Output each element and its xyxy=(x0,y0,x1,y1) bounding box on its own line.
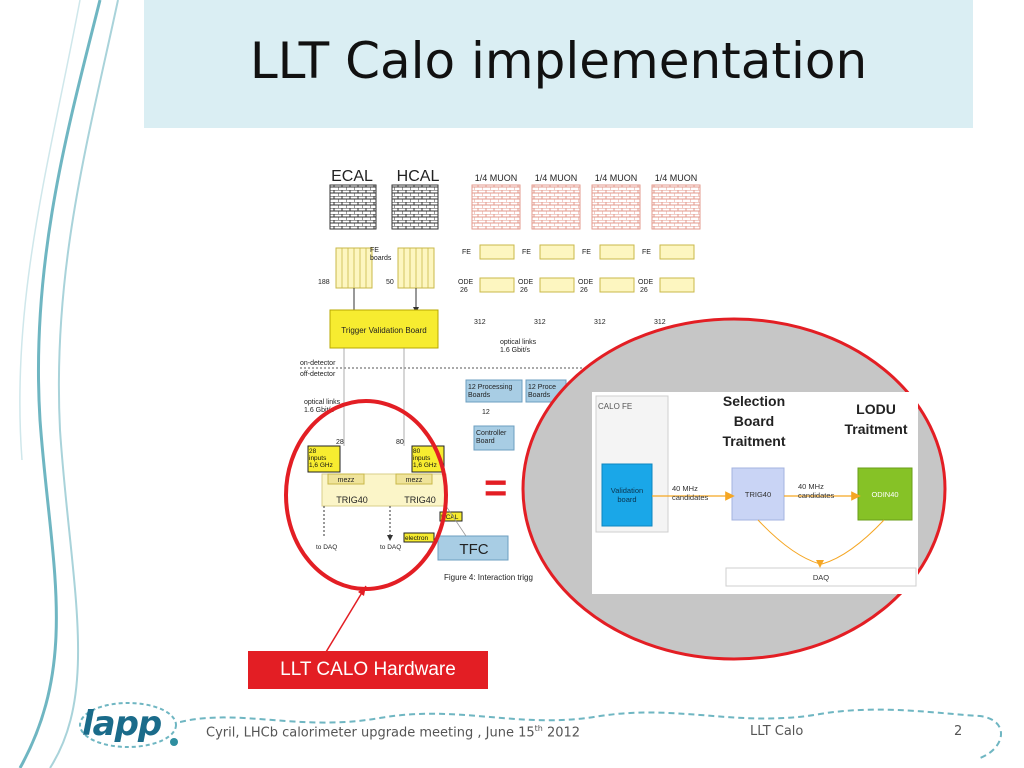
validation-board-label: Validation board xyxy=(610,486,644,504)
mezz-left-label: mezz xyxy=(338,477,355,484)
to-daq-left: to DAQ xyxy=(316,544,337,551)
processing-boards xyxy=(465,379,523,403)
rate-label-2: 40 MHz candidates xyxy=(798,482,835,500)
hcal-tag-label: HCAL xyxy=(441,514,459,521)
ecal-block xyxy=(329,184,377,230)
on-detector-label: on-detector xyxy=(300,360,336,367)
selection-board-heading: Selection Board Traitment xyxy=(722,393,786,449)
tfc-label: TFC xyxy=(459,541,488,558)
mezz-left xyxy=(327,473,365,485)
daq-box xyxy=(725,567,917,587)
trig40-left-label: TRIG40 xyxy=(336,495,368,505)
decorative-swoosh xyxy=(18,0,119,768)
mezz-right-label: mezz xyxy=(406,477,423,484)
llt-calo-hardware-callout: LLT CALO Hardware xyxy=(248,651,488,689)
count-muon-1: 312 xyxy=(474,319,486,326)
inputs-tag-left xyxy=(307,445,341,473)
hcal-tag xyxy=(439,511,463,522)
count-hcal: 50 xyxy=(386,279,394,286)
count-ecal: 188 xyxy=(318,279,330,286)
muon-block-3 xyxy=(591,184,641,230)
off-detector-label: off-detector xyxy=(300,371,336,378)
muon-block-1 xyxy=(471,184,521,230)
muon-fe-group xyxy=(479,244,695,293)
fe-label-2: FE xyxy=(522,249,531,256)
count-proc: 12 xyxy=(482,409,490,416)
fe-label-1: FE xyxy=(462,249,471,256)
odin40-label: ODIN40 xyxy=(871,489,899,499)
callout-pointer xyxy=(325,585,367,653)
tfc-box xyxy=(437,535,509,561)
muon-block-2 xyxy=(531,184,581,230)
odin40-box xyxy=(857,467,913,521)
controller-board xyxy=(473,425,515,451)
count-muon-2: 312 xyxy=(534,319,546,326)
lodu-heading: LODU Traitment xyxy=(844,401,908,437)
hcal-block xyxy=(391,184,439,230)
count-left: 28 xyxy=(336,439,344,446)
muon-label-2: 1/4 MUON xyxy=(535,173,578,183)
electron-tag xyxy=(403,532,435,543)
slide-title: LLT Calo implementation xyxy=(249,32,868,90)
fe-label-4: FE xyxy=(642,249,651,256)
figure-caption: Figure 4: Interaction trigg xyxy=(444,573,533,582)
count-muon-3: 312 xyxy=(594,319,606,326)
title-bar: LLT Calo implementation xyxy=(144,0,973,128)
muon-label-4: 1/4 MUON xyxy=(655,173,698,183)
lapp-logo-text: lapp xyxy=(82,704,162,744)
inset-diagram: CALO FE Validation board 40 MHz candidat… xyxy=(592,392,918,594)
trigger-architecture-diagram: ECAL HCAL 1/4 MUON 1/4 MUON 1/4 MUON 1/4… xyxy=(300,168,730,582)
mezz-right xyxy=(395,473,433,485)
footer-text: Cyril, LHCb calorimeter upgrade meeting … xyxy=(206,724,581,741)
electron-tag-label: electron xyxy=(405,535,429,542)
trigger-validation-board xyxy=(329,309,439,349)
equals-sign: = xyxy=(484,466,508,510)
count-muon-4: 312 xyxy=(654,319,666,326)
trig40-right-label: TRIG40 xyxy=(404,495,436,505)
lapp-logo: lapp xyxy=(78,700,182,750)
fe-label-3: FE xyxy=(582,249,591,256)
muon-label-3: 1/4 MUON xyxy=(595,173,638,183)
muon-block-4 xyxy=(651,184,701,230)
ecal-label: ECAL xyxy=(331,168,373,185)
footer-center: LLT Calo xyxy=(750,724,804,739)
page-number: 2 xyxy=(954,724,963,739)
calo-fe-label: CALO FE xyxy=(598,402,633,411)
validation-board-box xyxy=(601,463,653,527)
to-daq-right: to DAQ xyxy=(380,544,401,551)
muon-label-1: 1/4 MUON xyxy=(475,173,518,183)
tvb-label: Trigger Validation Board xyxy=(341,326,426,335)
highlight-circle xyxy=(284,399,448,591)
trig40-inset-label: TRIG40 xyxy=(744,489,772,499)
daq-label: DAQ xyxy=(812,572,830,582)
hcal-label: HCAL xyxy=(397,168,440,185)
count-right: 80 xyxy=(396,439,404,446)
rate-label-1: 40 MHz candidates xyxy=(672,484,709,502)
